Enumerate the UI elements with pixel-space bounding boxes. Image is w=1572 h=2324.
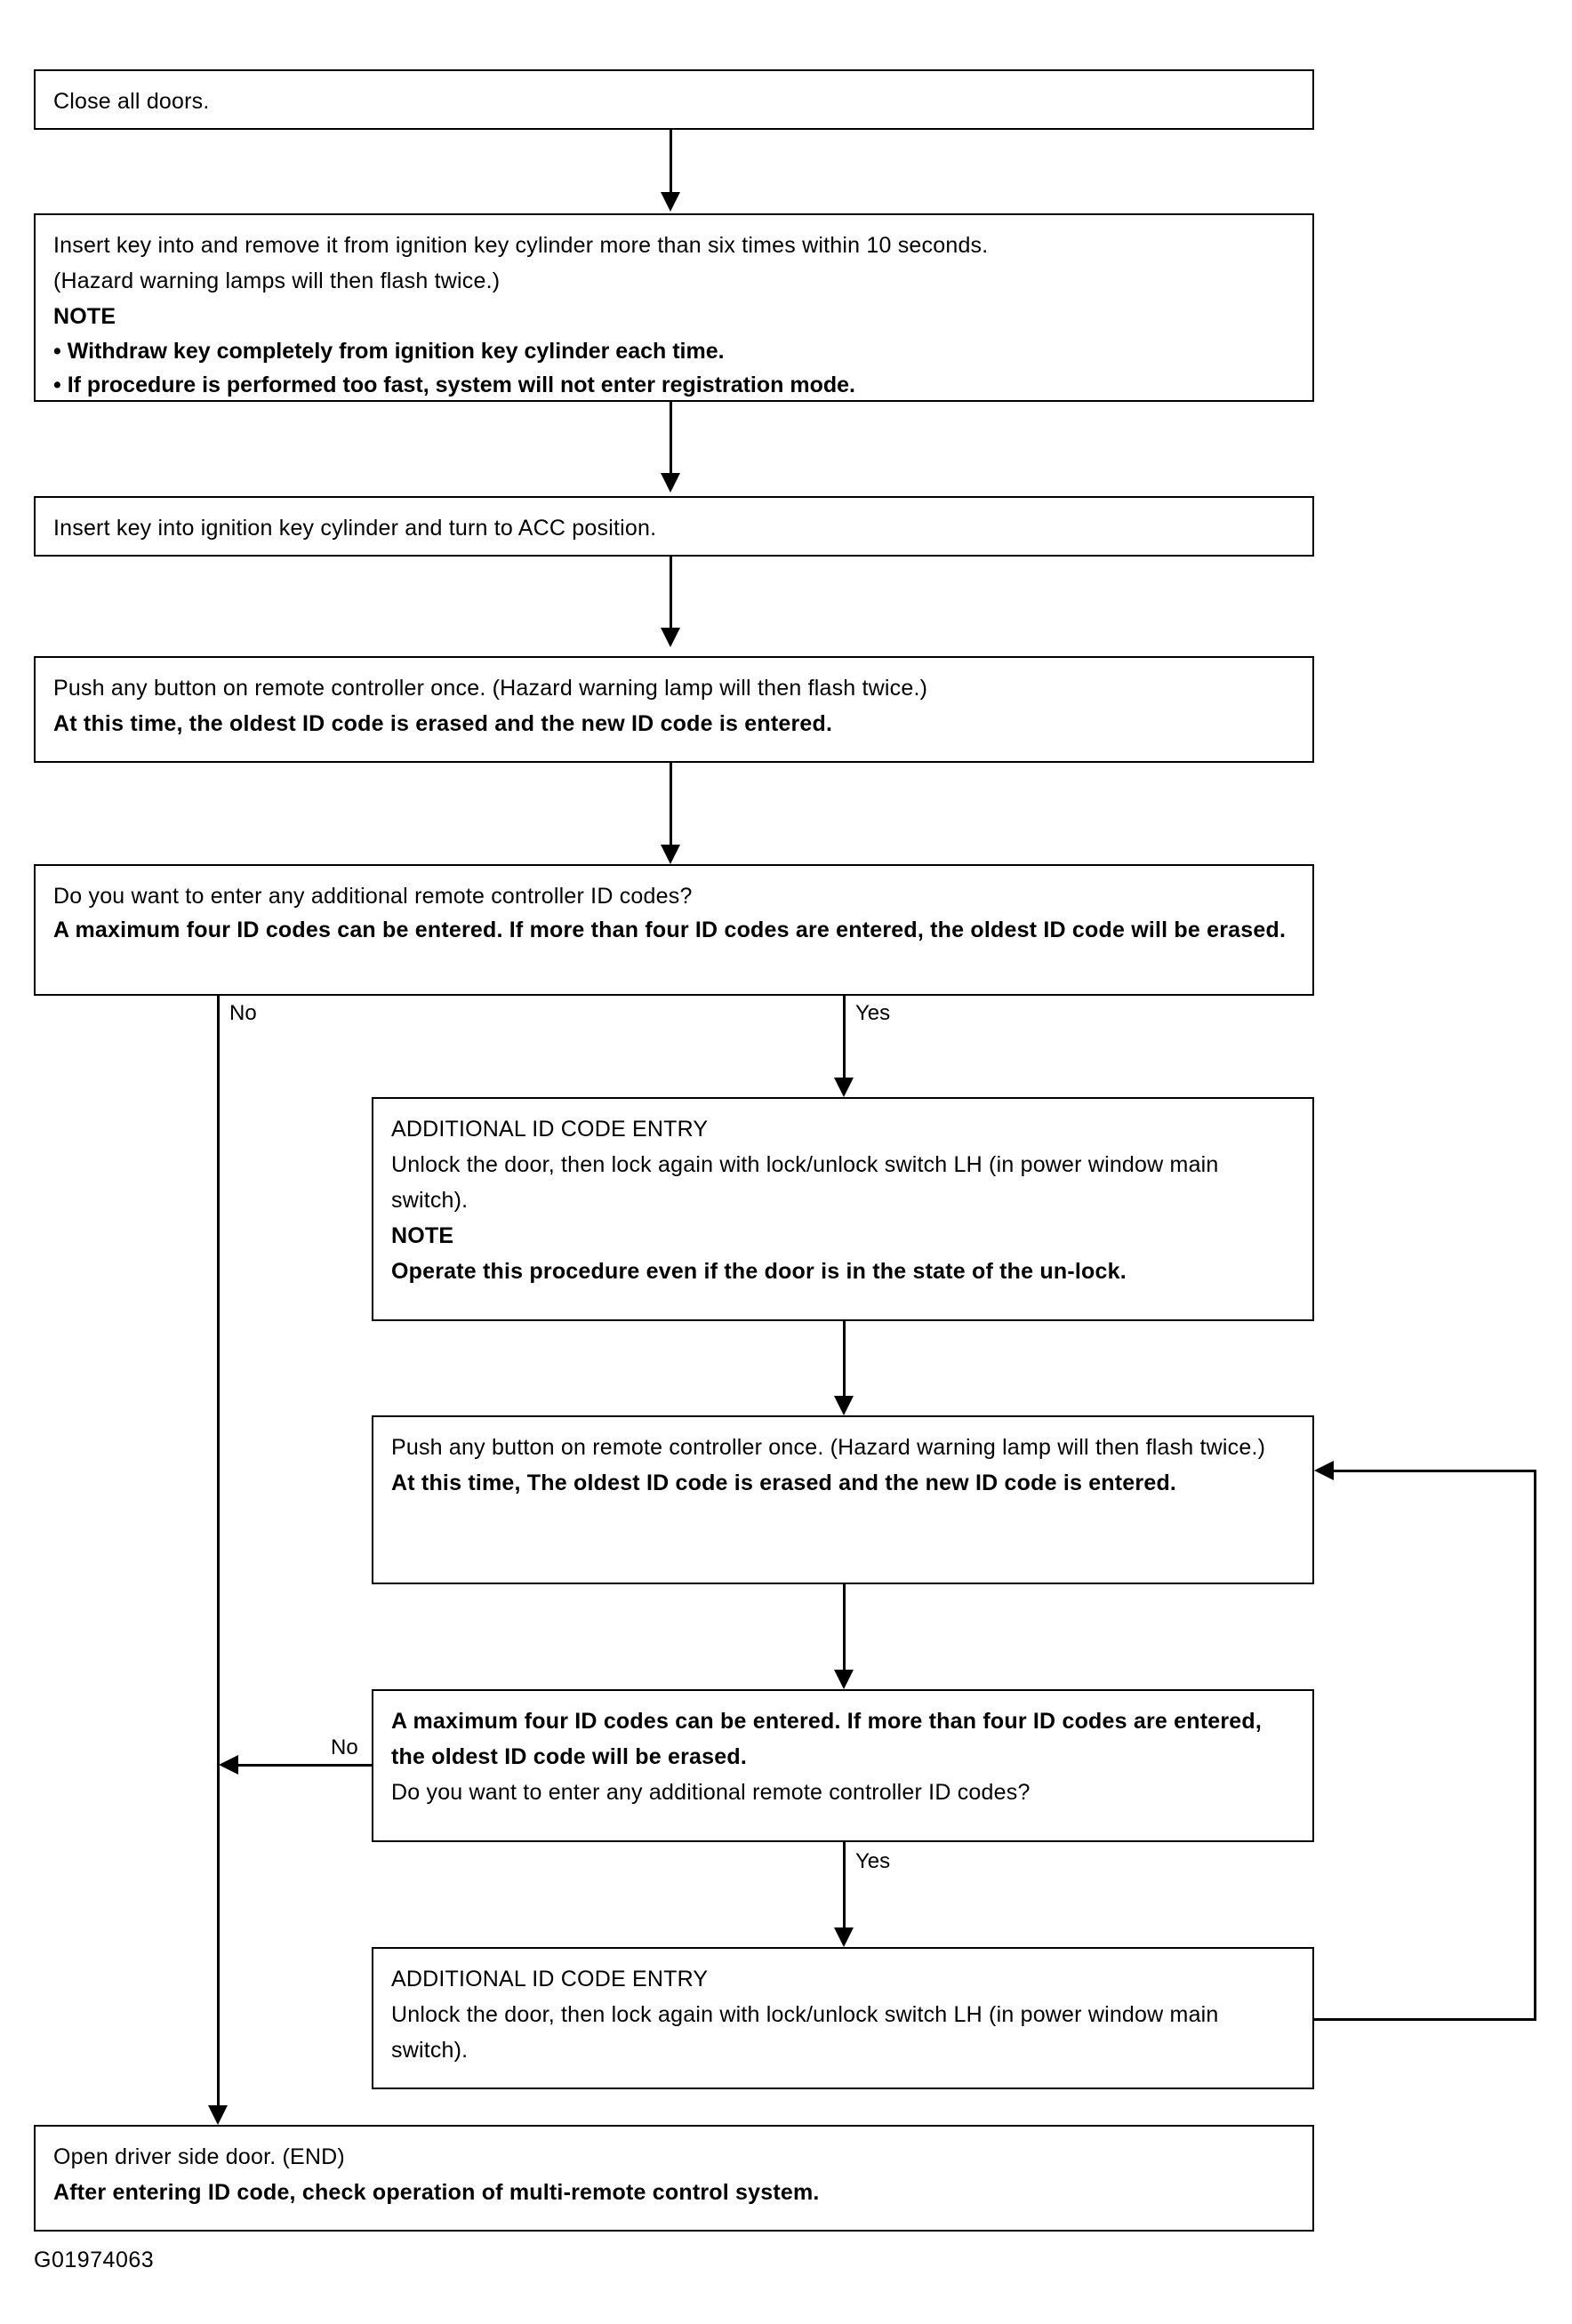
step-close-all-doors: Close all doors.	[34, 69, 1314, 130]
step-text-line-1: Push any button on remote controller onc…	[53, 676, 928, 701]
step-additional-id-code-entry-first: ADDITIONAL ID CODE ENTRY Unlock the door…	[372, 1097, 1314, 1321]
connector-2-to-3	[670, 402, 672, 477]
step-insert-and-remove-key: Insert key into and remove it from ignit…	[34, 213, 1314, 402]
edge-label-second-yes: Yes	[855, 1849, 891, 1873]
connector-second-no-arrowhead	[219, 1755, 238, 1775]
connector-second-no-horizontal	[237, 1764, 373, 1767]
connector-4-to-5	[670, 763, 672, 848]
connector-4-to-5-arrowhead	[661, 845, 680, 864]
connector-3-to-4-arrowhead	[661, 628, 680, 647]
note-bullet-1: • Withdraw key completely from ignition …	[53, 339, 725, 364]
connector-first-yes-arrowhead	[834, 1078, 854, 1097]
figure-id-label: G01974063	[34, 2248, 155, 2272]
step-text-line-1: Insert key into and remove it from ignit…	[53, 233, 989, 258]
note-body: Operate this procedure even if the door …	[391, 1259, 1127, 1284]
entry-heading: ADDITIONAL ID CODE ENTRY	[391, 1967, 709, 1991]
decision-additional-id-codes-second: A maximum four ID codes can be entered. …	[372, 1689, 1314, 1842]
connector-2-to-3-arrowhead	[661, 473, 680, 493]
connector-loop-bottom-horizontal	[1314, 2018, 1536, 2021]
step-text-line-2: At this time, the oldest ID code is eras…	[53, 711, 833, 736]
step-push-any-button-second: Push any button on remote controller onc…	[372, 1415, 1314, 1584]
entry-heading: ADDITIONAL ID CODE ENTRY	[391, 1117, 709, 1142]
decision-detail: A maximum four ID codes can be entered. …	[391, 1709, 1262, 1769]
step-open-driver-side-door-end: Open driver side door. (END) After enter…	[34, 2125, 1314, 2232]
step-text-line-2: At this time, The oldest ID code is eras…	[391, 1471, 1177, 1495]
entry-instruction: Unlock the door, then lock again with lo…	[391, 1152, 1219, 1213]
step-text: Close all doors.	[53, 89, 210, 114]
connector-loop-arrowhead	[1314, 1461, 1334, 1480]
step-text-line-2: (Hazard warning lamps will then flash tw…	[53, 268, 501, 293]
decision-question: Do you want to enter any additional remo…	[391, 1780, 1031, 1805]
connector-6-to-7-arrowhead	[834, 1396, 854, 1415]
step-push-any-button-first: Push any button on remote controller onc…	[34, 656, 1314, 763]
connector-second-yes-arrowhead	[834, 1927, 854, 1947]
edge-label-first-yes: Yes	[855, 1001, 891, 1025]
note-heading: NOTE	[53, 304, 116, 329]
edge-label-first-no: No	[229, 1001, 257, 1025]
connector-6-to-7	[843, 1321, 846, 1399]
connector-7-to-8-arrowhead	[834, 1670, 854, 1689]
step-text: Insert key into ignition key cylinder an…	[53, 516, 657, 541]
connector-first-yes-vertical	[843, 996, 846, 1081]
decision-question: Do you want to enter any additional remo…	[53, 884, 693, 909]
connector-first-no-arrowhead	[208, 2105, 228, 2125]
entry-instruction: Unlock the door, then lock again with lo…	[391, 2002, 1219, 2063]
connector-7-to-8	[843, 1584, 846, 1673]
connector-first-no-vertical	[217, 996, 220, 2109]
end-text-line-1: Open driver side door. (END)	[53, 2144, 345, 2169]
decision-additional-id-codes-first: Do you want to enter any additional remo…	[34, 864, 1314, 996]
end-text-line-2: After entering ID code, check operation …	[53, 2180, 820, 2205]
connector-1-to-2-arrowhead	[661, 192, 680, 212]
connector-1-to-2	[670, 130, 672, 196]
step-text-line-1: Push any button on remote controller onc…	[391, 1435, 1266, 1460]
decision-detail: A maximum four ID codes can be entered. …	[53, 918, 1287, 942]
connector-3-to-4	[670, 557, 672, 631]
note-bullet-2: • If procedure is performed too fast, sy…	[53, 373, 855, 397]
edge-label-second-no: No	[331, 1735, 358, 1759]
note-heading: NOTE	[391, 1223, 454, 1248]
step-turn-key-to-acc: Insert key into ignition key cylinder an…	[34, 496, 1314, 557]
connector-loop-top-horizontal	[1332, 1470, 1536, 1472]
step-additional-id-code-entry-second: ADDITIONAL ID CODE ENTRY Unlock the door…	[372, 1947, 1314, 2089]
connector-second-yes-vertical	[843, 1842, 846, 1931]
connector-loop-right-vertical	[1534, 1470, 1536, 2021]
